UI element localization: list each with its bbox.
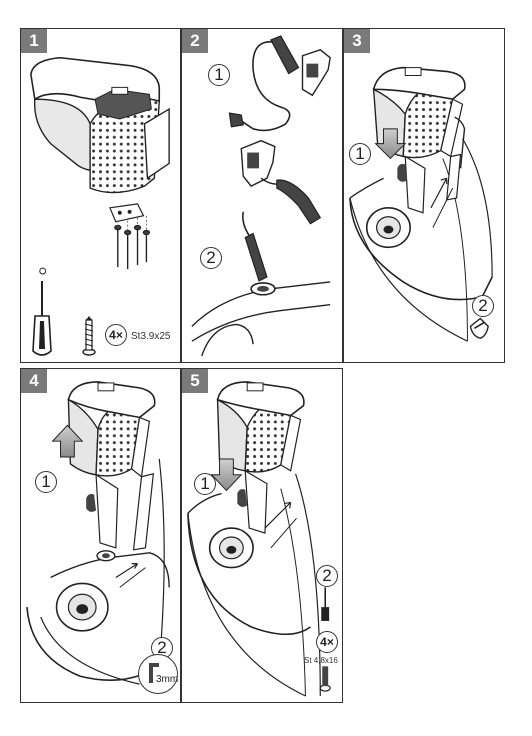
step-4-panel: 4 1 2 3mm xyxy=(20,368,181,703)
callout-1: 1 xyxy=(194,473,216,495)
step-1-number: 1 xyxy=(21,29,47,53)
screw-spec-label: St3.9x25 xyxy=(131,331,171,342)
cigarette-lighter-plug-icon xyxy=(191,35,331,357)
hex-key-icon: 3mm xyxy=(138,654,178,694)
armrest-console-icon xyxy=(187,381,331,697)
step-5-number: 5 xyxy=(182,369,208,393)
push-down-arrow-icon xyxy=(374,128,407,160)
pull-up-arrow-icon xyxy=(51,424,84,458)
step-3-number: 3 xyxy=(344,29,370,53)
screwdriver-icon xyxy=(32,281,52,356)
step-4-number: 4 xyxy=(21,369,47,393)
callout-2: 2 xyxy=(200,247,222,269)
step-1-panel: 1 xyxy=(20,28,181,363)
step-2-number: 2 xyxy=(182,29,208,53)
screw-icon xyxy=(82,316,96,356)
callout-2: 2 xyxy=(472,295,494,317)
callout-1: 1 xyxy=(349,143,371,165)
step-2-panel: 2 1 2 xyxy=(181,28,343,363)
screw-count-badge: 4× xyxy=(316,631,338,653)
callout-2: 2 xyxy=(316,565,338,587)
push-down-arrow-icon xyxy=(210,458,243,492)
screw-spec-label: St 4,8x16 xyxy=(304,656,338,665)
step-3-panel: 3 1 2 xyxy=(343,28,505,363)
armrest-console-icon xyxy=(26,381,170,685)
callout-1: 1 xyxy=(208,64,230,86)
callout-1: 1 xyxy=(35,471,57,493)
armrest-console-icon xyxy=(30,56,170,275)
step-5-panel: 5 1 2 4× St 4,8x16 xyxy=(181,368,343,703)
hex-key-size-label: 3mm xyxy=(156,674,179,685)
screw-count-badge: 4× xyxy=(105,324,127,346)
armrest-console-icon xyxy=(349,66,493,342)
